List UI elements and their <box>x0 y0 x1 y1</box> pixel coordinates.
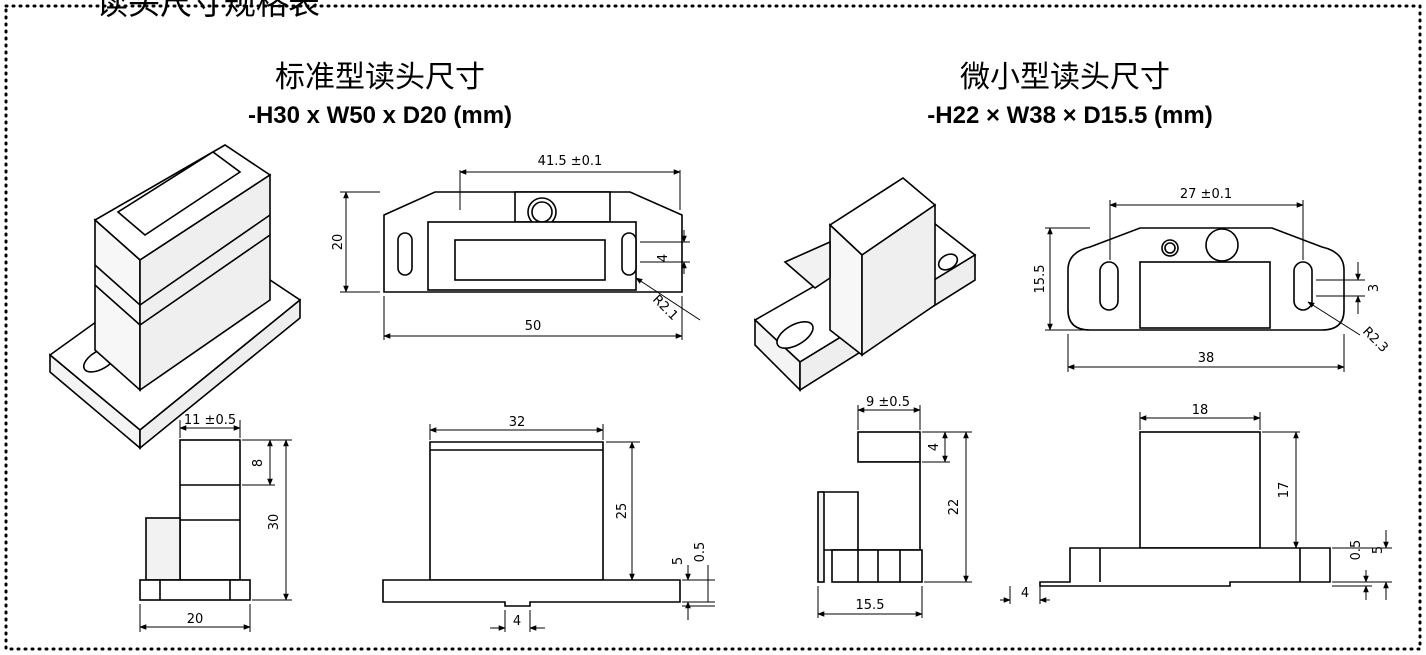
std-side-upper-label: 8 <box>251 459 266 467</box>
mini-side-upper-label: 4 <box>927 443 942 451</box>
mini-front-total-width-label: 38 <box>1198 351 1215 366</box>
mini-front-radius-label: R2.3 <box>1359 324 1391 356</box>
std-rear-top-label: 32 <box>509 415 526 430</box>
mini-front-slot-label: 3 <box>1367 284 1382 292</box>
mini-front-view <box>1067 227 1345 331</box>
standard-size: -H30 x W50 x D20 (mm) <box>247 102 513 129</box>
std-rear-base-label: 5 <box>671 557 686 565</box>
standard-front-view <box>383 191 683 293</box>
mini-rear-lip-label: 0.5 <box>1349 540 1364 561</box>
standard-rear-dimensions <box>429 424 715 632</box>
mini-size: -H22 × W38 × D15.5 (mm) <box>927 102 1213 129</box>
mini-front-dimensions <box>1045 200 1365 372</box>
std-front-slot-label: 4 <box>656 254 671 262</box>
dotted-border <box>4 4 1422 651</box>
std-front-width-label: 41.5 ±0.1 <box>538 154 603 169</box>
std-rear-key-label: 4 <box>513 614 521 629</box>
mini-rear-body-label: 17 <box>1277 482 1292 499</box>
mini-side-view <box>817 431 923 583</box>
mini-rear-base-label: 5 <box>1371 546 1386 554</box>
mini-front-width-label: 27 ±0.1 <box>1180 187 1232 202</box>
mini-side-dimensions <box>817 405 972 618</box>
mini-rear-view <box>1039 431 1331 587</box>
mini-side-height-label: 22 <box>947 499 962 516</box>
std-rear-body-label: 25 <box>615 503 630 520</box>
standard-rear-view <box>382 441 681 607</box>
standard-iso-view <box>48 144 302 450</box>
std-front-radius-label: R2.1 <box>649 292 681 324</box>
standard-side-view <box>139 439 251 601</box>
standard-side-dimensions <box>139 420 292 632</box>
standard-title: 标准型读头尺寸 <box>275 60 485 95</box>
mini-iso-view <box>753 177 977 392</box>
mini-rear-top-label: 18 <box>1192 403 1209 418</box>
std-front-height-label: 20 <box>331 234 346 251</box>
mini-title: 微小型读头尺寸 <box>960 60 1170 95</box>
std-side-top-label: 11 ±0.5 <box>184 413 236 428</box>
mini-rear-key-label: 4 <box>1021 586 1029 601</box>
mini-side-top-label: 9 ±0.5 <box>866 395 910 410</box>
page-header: 读头尺寸规格表 <box>96 0 321 22</box>
std-front-total-width-label: 50 <box>525 319 542 334</box>
std-side-base-label: 20 <box>187 612 204 627</box>
mini-rear-dimensions <box>1000 412 1392 604</box>
standard-front-dimensions <box>340 169 701 340</box>
mini-front-height-label: 15.5 <box>1033 265 1048 294</box>
mini-side-base-label: 15.5 <box>856 598 885 613</box>
std-side-height-label: 30 <box>267 514 282 531</box>
std-rear-lip-label: 0.5 <box>693 542 708 563</box>
